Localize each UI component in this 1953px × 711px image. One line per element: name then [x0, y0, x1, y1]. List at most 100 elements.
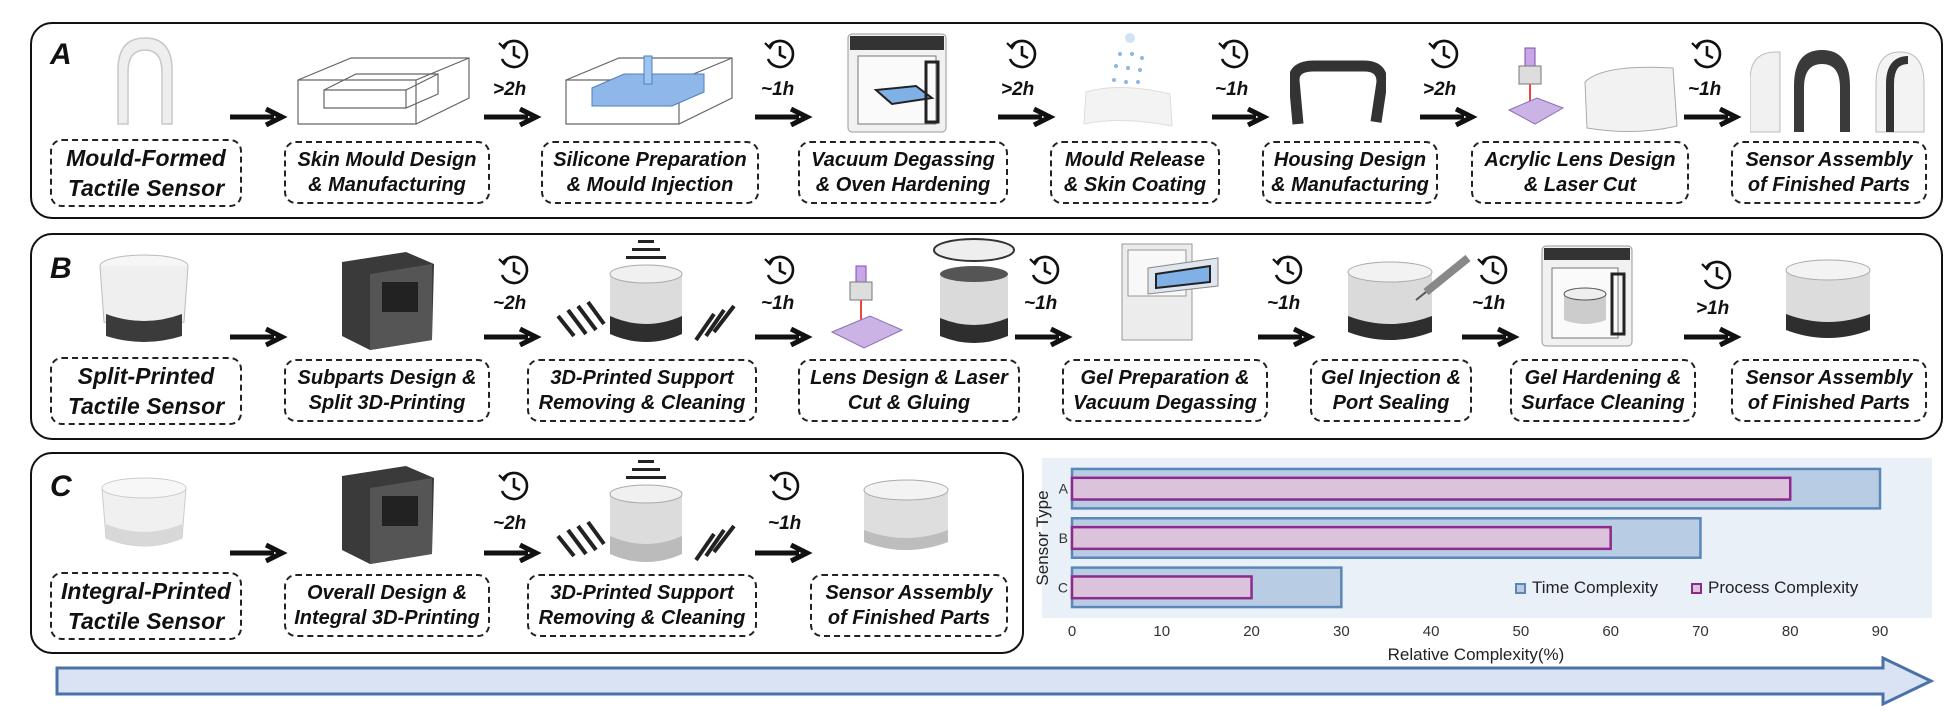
- clock-icon: [498, 471, 529, 501]
- panel-c-step-1: Overall Design &Integral 3D-Printing: [284, 574, 490, 637]
- clock-icon: [769, 471, 800, 501]
- panel-b-step-4: Gel Preparation &Vacuum Degassing: [1062, 359, 1268, 422]
- clock-icon: [1691, 39, 1722, 69]
- clock-icon: [1477, 255, 1508, 285]
- clock-icon: [498, 255, 529, 285]
- flow-arrow: [1258, 327, 1316, 347]
- flow-arrow: [1462, 327, 1520, 347]
- 3d-printer-image: [342, 252, 434, 350]
- clock-icon: [1006, 39, 1037, 69]
- clock-icon: [498, 39, 529, 69]
- vacuum-chamber-image: [1121, 243, 1219, 341]
- housing-image: [1290, 60, 1386, 125]
- panel-a-letter: A: [50, 38, 72, 71]
- flow-arrow: [1684, 327, 1742, 347]
- sensor-assembly-b-image: [1785, 259, 1871, 338]
- panel-a-step-5: Housing Design& Manufacturing: [1262, 141, 1438, 204]
- duration-label: >1h: [1696, 298, 1730, 319]
- duration-label: ~1h: [761, 79, 795, 100]
- flow-arrow: [230, 327, 288, 347]
- clock-icon: [764, 39, 795, 69]
- flow-arrow: [755, 327, 813, 347]
- x-tick-label: 10: [1153, 623, 1170, 640]
- flow-arrow: [755, 543, 813, 563]
- sensor-assembly-a-image: [1750, 50, 1925, 133]
- duration-label: ~2h: [493, 293, 527, 314]
- panel-b-step-1: Subparts Design &Split 3D-Printing: [284, 359, 490, 422]
- panel-b-step-5: Gel Injection &Port Sealing: [1310, 359, 1472, 422]
- duration-label: ~1h: [1472, 293, 1506, 314]
- duration-label: ~1h: [768, 513, 802, 534]
- clock-icon: [1218, 39, 1249, 69]
- bar-process-complexity: [1070, 525, 1612, 551]
- panel-c-letter: C: [50, 470, 72, 503]
- flow-arrow: [1015, 327, 1073, 347]
- flow-arrow: [998, 107, 1056, 127]
- flow-arrow: [1684, 107, 1742, 127]
- duration-label: >2h: [1001, 79, 1035, 100]
- clock-icon: [1428, 39, 1459, 69]
- x-tick-label: 60: [1602, 623, 1619, 640]
- panel-a-step-1: Skin Mould Design& Manufacturing: [284, 141, 490, 204]
- x-tick-label: 20: [1243, 623, 1260, 640]
- x-tick-label: 0: [1068, 623, 1076, 640]
- gel-injection-image: [1347, 254, 1471, 340]
- support-removal-image: [556, 240, 736, 342]
- panel-b-letter: B: [50, 252, 72, 285]
- flow-arrow: [230, 543, 288, 563]
- lens-laser-cut-image: [830, 238, 1015, 349]
- y-tick-label: B: [1059, 530, 1068, 546]
- x-tick-label: 80: [1782, 623, 1799, 640]
- clock-icon: [1701, 260, 1732, 290]
- panel-a-step-3: Vacuum Degassing& Oven Hardening: [798, 141, 1008, 204]
- x-tick-label: 50: [1513, 623, 1530, 640]
- panel-b-step-6: Gel Hardening &Surface Cleaning: [1510, 359, 1696, 422]
- flow-arrow: [230, 107, 288, 127]
- duration-label: ~1h: [1024, 293, 1058, 314]
- legend-swatch-time: [1515, 583, 1526, 594]
- x-axis-label: Relative Complexity(%): [1388, 645, 1565, 664]
- x-tick-label: 90: [1872, 623, 1889, 640]
- x-tick-label: 70: [1692, 623, 1709, 640]
- panel-a-step-2: Silicone Preparation& Mould Injection: [541, 141, 759, 204]
- clock-icon: [1029, 255, 1060, 285]
- clock-icon: [764, 255, 795, 285]
- duration-label: ~1h: [1267, 293, 1301, 314]
- bar-process-complexity: [1070, 575, 1253, 600]
- integral-printed-sensor-image: [101, 477, 187, 547]
- y-axis-label: Sensor Type: [1033, 490, 1052, 585]
- flow-arrow: [484, 543, 542, 563]
- support-removal-image: [556, 460, 736, 562]
- duration-label: ~1h: [1688, 79, 1722, 100]
- flow-arrow: [484, 107, 542, 127]
- duration-label: ~1h: [1215, 79, 1249, 100]
- mould-formed-sensor-image: [117, 37, 173, 125]
- panel-a-step-4: Mould Release& Skin Coating: [1050, 141, 1220, 204]
- y-tick-label: A: [1059, 481, 1069, 497]
- flow-arrow: [1420, 107, 1478, 127]
- hardening-oven-image: [1541, 245, 1633, 347]
- silicone-injection-image: [565, 55, 733, 125]
- mould-release-image: [1083, 33, 1173, 127]
- y-tick-label: C: [1058, 579, 1068, 595]
- flow-arrow: [1212, 107, 1270, 127]
- duration-label: >2h: [1423, 79, 1457, 100]
- x-tick-label: 40: [1423, 623, 1440, 640]
- skin-mould-image: [297, 57, 470, 125]
- split-printed-sensor-image: [99, 254, 189, 342]
- legend-label-process: Process Complexity: [1708, 578, 1859, 597]
- flow-arrow: [755, 107, 813, 127]
- duration-label: ~1h: [761, 293, 795, 314]
- sensor-assembly-c-image: [863, 479, 949, 550]
- panel-a-step-6: Acrylic Lens Design& Laser Cut: [1471, 141, 1689, 204]
- clock-icon: [1272, 255, 1303, 285]
